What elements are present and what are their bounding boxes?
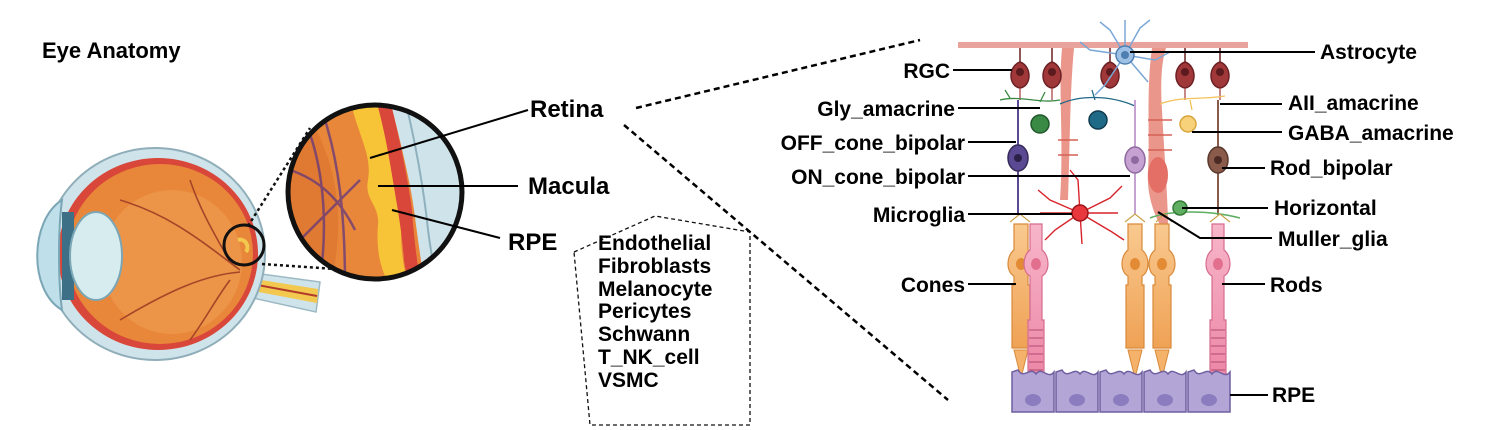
off-cone-bipolar [1007, 100, 1029, 215]
outer-plexiform-synapses [1009, 213, 1231, 223]
gaba-amacrine-body [1179, 115, 1197, 133]
vitreous-shade [102, 190, 242, 334]
retina-zoom-bottom [623, 124, 949, 401]
celltype-endothelial: Endothelial [598, 232, 712, 255]
eye-anatomy-title: Eye Anatomy [42, 38, 181, 63]
label-on-cone-bipolar: ON_cone_bipolar [791, 166, 965, 189]
microglia-cell [1037, 169, 1125, 245]
rod-photoreceptors [1023, 223, 1231, 381]
retina-layer [350, 105, 410, 279]
label-astrocyte: Astrocyte [1320, 41, 1417, 64]
astrocyte-cell [1079, 19, 1171, 96]
retina-pointer [369, 109, 529, 159]
label-microglia: Microglia [873, 204, 966, 227]
celltype-vsmc: VSMC [598, 368, 659, 392]
label-muller-glia: Muller_glia [1278, 228, 1388, 251]
label-rods: Rods [1270, 274, 1323, 297]
label-horizontal: Horizontal [1274, 197, 1377, 220]
nerve-fiber-layer [958, 42, 1248, 48]
rpe-label: RPE [508, 229, 557, 256]
rpe-celltype-box [573, 215, 751, 426]
celltype-schwann: Schwann [598, 323, 691, 347]
label-cones: Cones [901, 274, 965, 297]
label-rpe-layer: RPE [1272, 384, 1315, 407]
celltype-pericytes: Pericytes [598, 300, 692, 324]
lens [69, 211, 123, 301]
retina-cross-section [958, 19, 1248, 413]
label-rod-bipolar: Rod_bipolar [1270, 157, 1393, 180]
label-aii-amacrine: AII_amacrine [1288, 92, 1419, 115]
on-cone-bipolar [1124, 100, 1146, 215]
muller-glia [1058, 48, 1172, 225]
celltype-melanocyte: Melanocyte [598, 277, 713, 301]
eyeball [36, 147, 321, 361]
retina-zoom-top [635, 38, 921, 110]
rod-bipolar [1207, 100, 1229, 215]
gly-amacrine-dendrites [999, 89, 1061, 103]
aii-amacrine-dendrites [1059, 89, 1136, 107]
cornea [36, 198, 64, 312]
rpe-celltype-list: Endothelial Fibroblasts Melanocyte Peric… [598, 232, 713, 393]
label-gaba-amacrine: GABA_amacrine [1288, 122, 1454, 145]
retina-label: Retina [530, 96, 604, 123]
gly-amacrine-body [1030, 114, 1050, 134]
label-gly-amacrine: Gly_amacrine [817, 98, 955, 121]
rpe-pointer [391, 209, 501, 239]
iris [62, 212, 74, 300]
cone-photoreceptors [1007, 223, 1176, 379]
gaba-amacrine-dendrites [1159, 95, 1226, 111]
label-rgc: RGC [903, 60, 950, 83]
aii-amacrine-body [1088, 110, 1108, 130]
retina-leader-lines [953, 51, 1315, 396]
label-off-cone-bipolar: OFF_cone_bipolar [781, 132, 965, 155]
macula-label: Macula [528, 173, 610, 200]
macula-highlight [222, 223, 266, 267]
celltype-t-nk-cell: T_NK_cell [598, 345, 700, 369]
magnifier-ring [285, 102, 465, 282]
rpe-cells [1011, 369, 1231, 413]
celltype-fibroblasts: Fibroblasts [598, 254, 712, 278]
